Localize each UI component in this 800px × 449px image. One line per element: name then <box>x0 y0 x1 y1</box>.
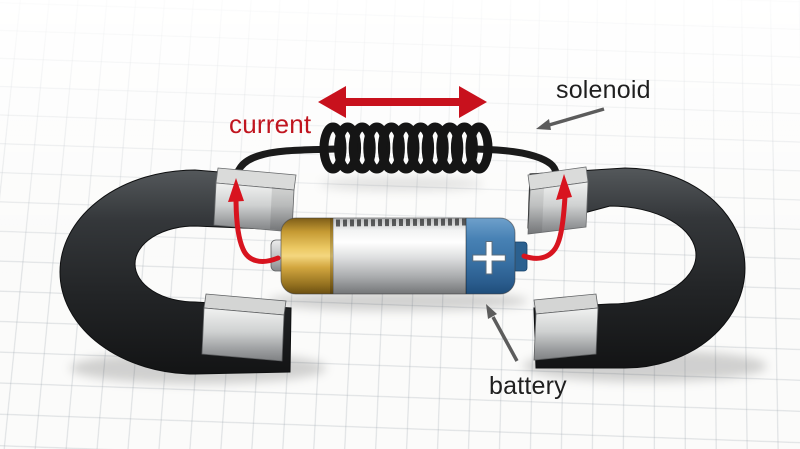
battery-blue-end <box>466 218 515 294</box>
current-label: current <box>229 109 312 139</box>
lead-wire-right <box>472 145 561 182</box>
battery: + <box>270 217 528 295</box>
solenoid-coil <box>319 122 493 174</box>
horseshoe-magnet-left <box>59 167 297 375</box>
horseshoe-magnet-right <box>527 166 746 369</box>
current-flow-arrows <box>228 174 572 264</box>
battery-pointer-arrow <box>486 304 519 362</box>
battery-label: battery <box>489 372 567 400</box>
magnet-left-pole-bottom <box>201 293 287 362</box>
solenoid-label: solenoid <box>556 76 651 104</box>
magnet-right-pole-bottom <box>533 293 599 361</box>
current-arrow-left <box>228 178 281 264</box>
pointer-arrows <box>486 107 605 362</box>
solenoid-pointer-arrow <box>536 107 605 130</box>
magnet-left-pole-top <box>213 167 297 233</box>
plus-icon: + <box>467 227 511 287</box>
battery-gold-cap <box>281 218 333 294</box>
current-arrow-right <box>521 174 572 261</box>
magnet-right-pole-top <box>527 166 589 235</box>
oscillation-arrow <box>318 86 487 118</box>
